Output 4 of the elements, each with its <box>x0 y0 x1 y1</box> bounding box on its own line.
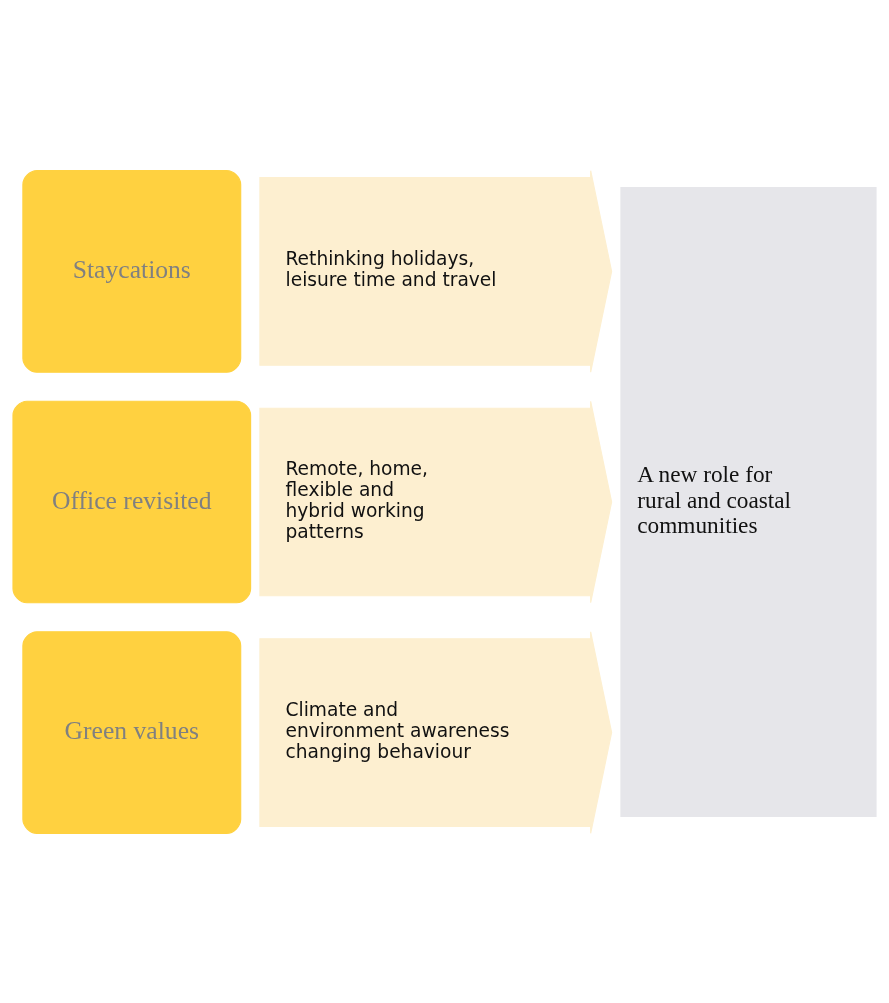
node-box: A new role for rural and coastal communities <box>620 186 877 817</box>
node-box: Office revisited <box>12 400 252 603</box>
node-box: Staycations <box>22 169 242 373</box>
node-box: Green values <box>22 630 242 834</box>
